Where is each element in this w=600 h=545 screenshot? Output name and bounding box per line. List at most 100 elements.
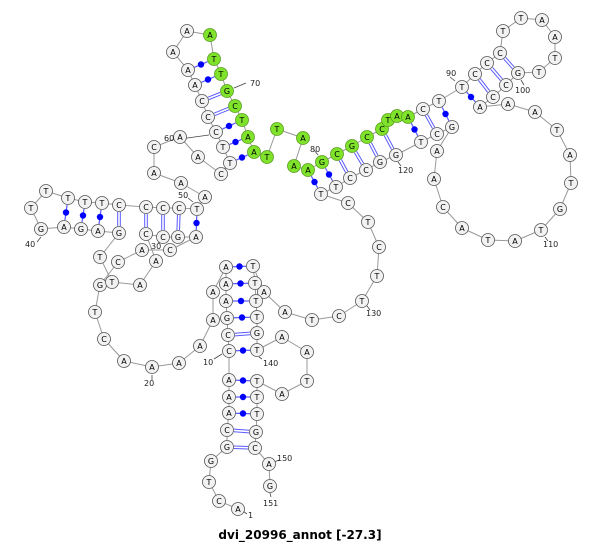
nucleotide-29: G [171, 230, 185, 244]
nucleotide-letter: T [304, 377, 310, 386]
nucleotide-148: G [249, 425, 263, 439]
nucleotide-47: C [139, 200, 153, 214]
nucleotide-27: C [163, 243, 177, 257]
nucleotide-circle [532, 65, 546, 79]
base-pair [62, 204, 70, 221]
pair-bond-line [477, 80, 489, 93]
position-number-90: 90 [446, 69, 456, 78]
nucleotide-circle [231, 502, 245, 516]
nucleotide-26: A [135, 243, 149, 257]
nucleotide-circle [432, 94, 446, 108]
nucleotide-87: A [401, 110, 415, 124]
nucleotide-40: G [34, 222, 48, 236]
nucleotide-letter: A [477, 103, 483, 112]
nucleotide-18: A [193, 339, 207, 353]
nucleotide-letter: A [245, 133, 251, 142]
nucleotide-circle [180, 24, 194, 38]
base-pair [233, 297, 249, 305]
nucleotide-106: T [550, 123, 564, 137]
position-number-110: 110 [543, 240, 558, 249]
base-pair [441, 106, 450, 122]
base-pair [161, 215, 165, 230]
nucleotide-circle [220, 440, 234, 454]
nucleotide-letter: A [552, 33, 558, 42]
pair-dot [204, 76, 212, 83]
nucleotide-131: C [332, 309, 346, 323]
base-pair [236, 154, 248, 161]
nucleotide-89: T [432, 94, 446, 108]
nucleotide-21: A [117, 354, 131, 368]
nucleotide-circle [105, 275, 119, 289]
base-pair [368, 142, 379, 157]
nucleotide-letter: T [254, 313, 260, 322]
nucleotide-circle [262, 457, 276, 471]
pair-dot [311, 178, 318, 186]
nucleotide-letter: G [116, 229, 122, 238]
base-pair [424, 114, 436, 129]
nucleotide-letter: A [279, 333, 285, 342]
nucleotide-letter: T [374, 272, 380, 281]
pair-bond-line [490, 68, 501, 81]
nucleotide-circle [171, 230, 185, 244]
nucleotide-54: C [147, 140, 161, 154]
nucleotide-circle [222, 406, 236, 420]
pair-dot [79, 212, 87, 219]
nucleotide-69: T [214, 67, 228, 81]
base-pair [310, 175, 319, 189]
pair-bond-line [427, 114, 436, 128]
nucleotide-circle [212, 494, 226, 508]
nucleotide-letter: T [194, 205, 200, 214]
nucleotide-circle [401, 110, 415, 124]
base-pair [383, 134, 395, 150]
nucleotide-letter: C [364, 133, 370, 142]
nucleotide-letter: C [363, 166, 369, 175]
nucleotide-letter: T [211, 55, 217, 64]
nucleotide-letter: C [116, 201, 122, 210]
nucleotide-letter: C [440, 203, 446, 212]
base-pair [233, 314, 251, 321]
nucleotide-circle [250, 343, 264, 357]
nucleotide-82: G [345, 139, 359, 153]
nucleotide-letter: T [554, 126, 560, 135]
nucleotide-8: A [222, 390, 236, 404]
nucleotide-letter: C [347, 174, 353, 183]
nucleotide-circle [370, 269, 384, 283]
nucleotide-letter: T [28, 204, 34, 213]
nucleotide-62: C [195, 94, 209, 108]
nucleotide-letter: A [300, 134, 306, 143]
nucleotide-circle [133, 278, 147, 292]
nucleotide-letter: A [61, 223, 67, 232]
base-pair [194, 61, 208, 68]
nucleotide-125: T [314, 187, 328, 201]
nucleotide-letter: T [552, 54, 558, 63]
nucleotide-12: G [220, 311, 234, 325]
nucleotide-letter: C [420, 105, 426, 114]
nucleotide-48: C [156, 201, 170, 215]
nucleotide-circle [209, 125, 223, 139]
nucleotide-104: A [501, 97, 515, 111]
pair-bond-line [503, 58, 513, 70]
nucleotide-letter: T [264, 153, 270, 162]
nucleotide-circle [278, 305, 292, 319]
nucleotide-circle [163, 243, 177, 257]
pair-dot [239, 393, 247, 401]
nucleotide-circle [473, 100, 487, 114]
nucleotide-circle [174, 176, 188, 190]
number-tick [397, 161, 402, 167]
nucleotide-letter: G [349, 142, 355, 151]
nucleotide-letter: A [567, 151, 573, 160]
nucleotide-letter: T [309, 316, 315, 325]
nucleotide-letter: A [121, 357, 127, 366]
nucleotide-letter: A [139, 246, 145, 255]
nucleotide-letter: C [218, 170, 224, 179]
nucleotide-letter: A [405, 113, 411, 122]
nucleotide-11: C [221, 328, 235, 342]
nucleotide-42: T [39, 184, 53, 198]
nucleotide-117: G [445, 120, 459, 134]
nucleotide-127: T [361, 215, 375, 229]
nucleotide-58: T [223, 156, 237, 170]
nucleotide-circle [216, 140, 230, 154]
nucleotide-circle [222, 373, 236, 387]
